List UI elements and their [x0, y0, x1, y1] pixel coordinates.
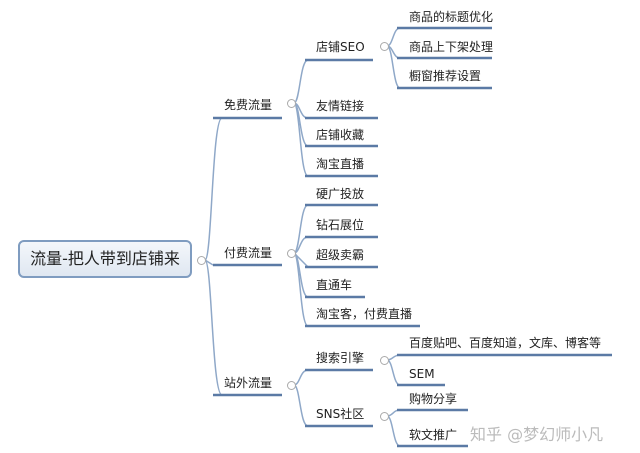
node-free-child[interactable]: 淘宝直播: [316, 157, 365, 171]
collapse-toggle-icon[interactable]: [380, 412, 389, 421]
branch-free-traffic[interactable]: 免费流量: [224, 98, 273, 112]
collapse-toggle-icon[interactable]: [197, 256, 206, 265]
node-free-child[interactable]: 店铺收藏: [316, 128, 365, 142]
node-paid-child[interactable]: 淘宝客，付费直播: [316, 307, 413, 321]
node-seo-child[interactable]: 商品上下架处理: [409, 40, 494, 54]
node-store-seo[interactable]: 店铺SEO: [316, 40, 365, 54]
node-free-child[interactable]: 友情链接: [316, 99, 365, 113]
node-paid-child[interactable]: 超级卖霸: [316, 248, 365, 262]
node-search-child[interactable]: SEM: [409, 367, 435, 381]
node-paid-child[interactable]: 直通车: [316, 278, 353, 292]
collapse-toggle-icon[interactable]: [380, 356, 389, 365]
node-seo-child[interactable]: 橱窗推荐设置: [409, 69, 482, 83]
root-node[interactable]: 流量-把人带到店铺来: [18, 240, 192, 278]
node-seo-child[interactable]: 商品的标题优化: [409, 10, 494, 24]
node-paid-child[interactable]: 硬广投放: [316, 187, 365, 201]
node-sns[interactable]: SNS社区: [316, 407, 365, 421]
collapse-toggle-icon[interactable]: [380, 42, 389, 51]
collapse-toggle-icon[interactable]: [287, 381, 296, 390]
node-search-engine[interactable]: 搜索引擎: [316, 351, 365, 365]
node-paid-child[interactable]: 钻石展位: [316, 218, 365, 232]
branch-external-traffic[interactable]: 站外流量: [224, 376, 273, 390]
node-sns-child[interactable]: 软文推广: [409, 428, 458, 442]
collapse-toggle-icon[interactable]: [287, 249, 296, 258]
node-sns-child[interactable]: 购物分享: [409, 392, 458, 406]
collapse-toggle-icon[interactable]: [287, 99, 296, 108]
watermark: 知乎 @梦幻师小凡: [470, 425, 604, 444]
node-search-child[interactable]: 百度贴吧、百度知道，文库、博客等: [409, 336, 602, 350]
branch-paid-traffic[interactable]: 付费流量: [224, 246, 273, 260]
